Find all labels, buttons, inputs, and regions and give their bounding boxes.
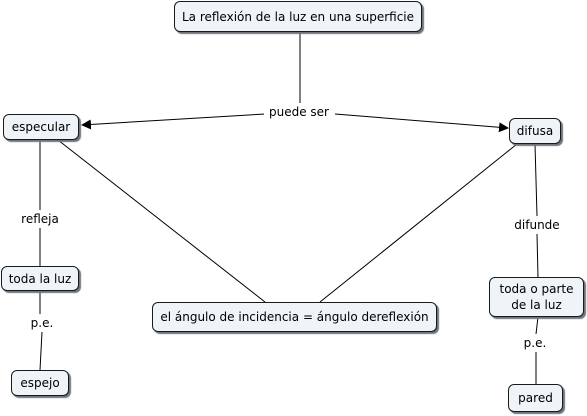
concept-especular[interactable]: especular [3, 114, 79, 140]
link-pe-right[interactable]: p.e. [519, 334, 551, 352]
link-pe-left[interactable]: p.e. [26, 314, 58, 332]
line-difunde-to-toda-o-parte [536, 233, 539, 278]
concept-difusa[interactable]: difusa [509, 118, 561, 144]
concept-toda-la-luz[interactable]: toda la luz [1, 266, 79, 291]
concept-main[interactable]: La reflexión de la luz en una superficie [174, 1, 422, 32]
line-toda-o-parte-to-pe [535, 316, 539, 335]
concept-toda-o-parte[interactable]: toda o parte de la luz [489, 277, 584, 317]
line-difusa-to-angulo [319, 143, 518, 303]
line-especular-to-angulo [57, 139, 266, 303]
line-pe-to-espejo [39, 331, 43, 371]
link-refleja[interactable]: refleja [16, 210, 64, 228]
concept-angulo[interactable]: el ángulo de incidencia = ángulo derefle… [152, 302, 437, 332]
link-difunde[interactable]: difunde [510, 216, 564, 234]
concept-pared[interactable]: pared [508, 384, 563, 412]
link-puede-ser[interactable]: puede ser [264, 103, 334, 121]
line-difusa-to-difunde [534, 143, 538, 217]
arrow-to-difusa [334, 113, 509, 133]
concept-espejo[interactable]: espejo [11, 370, 69, 396]
arrow-to-especular [81, 113, 266, 130]
